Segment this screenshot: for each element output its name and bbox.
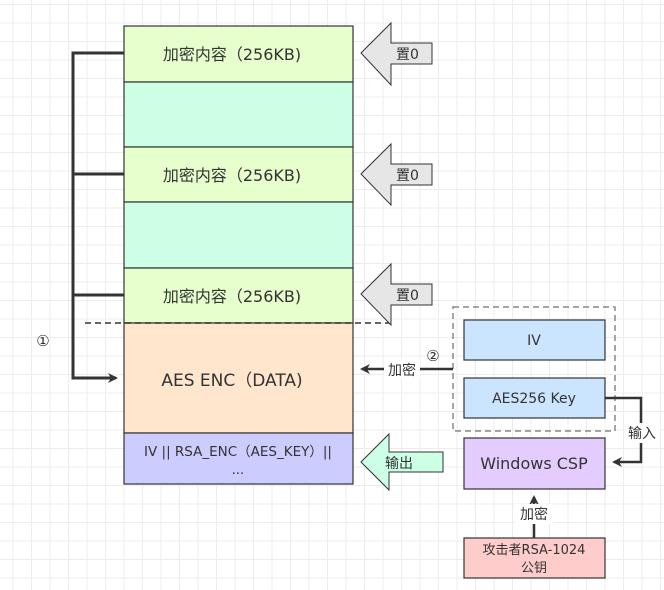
iv-box-label: IV bbox=[527, 333, 541, 349]
encrypted-block-1 bbox=[123, 25, 354, 83]
file-footer-line-2: ... bbox=[232, 463, 244, 478]
encrypted-block-3 bbox=[123, 267, 354, 324]
zero-arrow-1-label: 置0 bbox=[396, 47, 419, 63]
windows-csp-label: Windows CSP bbox=[480, 454, 588, 473]
plain-block-2 bbox=[123, 201, 354, 269]
zero-arrow-3-label: 置0 bbox=[396, 288, 419, 304]
zero-arrow-2-label: 置0 bbox=[396, 168, 419, 184]
left-arrow-icon bbox=[360, 21, 433, 87]
attacker-rsa-public-key-box bbox=[463, 537, 606, 579]
left-arrow-icon bbox=[360, 262, 433, 327]
file-footer-line-1: IV || RSA_ENC（AES_KEY）|| bbox=[144, 444, 332, 460]
left-arrow-icon bbox=[360, 432, 444, 492]
attacker-rsa-key-line-1: 攻击者RSA-1024 bbox=[483, 543, 586, 558]
aes-key-box-label: AES256 Key bbox=[492, 391, 576, 407]
zero-arrow-2: 置0 bbox=[360, 142, 433, 207]
left-arrow-icon bbox=[360, 142, 433, 207]
file-footer-block bbox=[123, 432, 354, 485]
input-edge-label: 输入 bbox=[628, 426, 656, 442]
step-two-marker: ② bbox=[426, 347, 439, 365]
encrypt-edge-label: 加密 bbox=[388, 362, 416, 379]
zero-arrow-3: 置0 bbox=[360, 262, 433, 327]
iv-box bbox=[463, 319, 606, 361]
windows-csp-box bbox=[463, 437, 606, 490]
plain-block-1 bbox=[123, 81, 354, 148]
rsa-encrypt-edge-label: 加密 bbox=[520, 506, 548, 523]
file-block-stack: 加密内容（256KB) 加密内容（256KB) 加密内容（256KB) AES … bbox=[123, 25, 354, 485]
aes-encrypted-data-label: AES ENC（DATA) bbox=[161, 371, 302, 391]
encrypted-block-1-label: 加密内容（256KB) bbox=[163, 45, 301, 64]
step-one-connector bbox=[71, 51, 124, 383]
attacker-rsa-key-line-2: 公钥 bbox=[521, 561, 547, 576]
output-arrow-label: 输出 bbox=[385, 456, 413, 472]
zero-arrow-1: 置0 bbox=[360, 21, 433, 87]
step-one-marker: ① bbox=[36, 332, 49, 350]
aes-key-box bbox=[463, 377, 606, 419]
encrypted-block-2-label: 加密内容（256KB) bbox=[163, 166, 301, 185]
output-arrow: 输出 bbox=[360, 432, 444, 492]
encrypted-block-2 bbox=[123, 146, 354, 203]
encrypted-block-3-label: 加密内容（256KB) bbox=[163, 287, 301, 306]
aes-encrypted-data-block bbox=[123, 322, 354, 434]
